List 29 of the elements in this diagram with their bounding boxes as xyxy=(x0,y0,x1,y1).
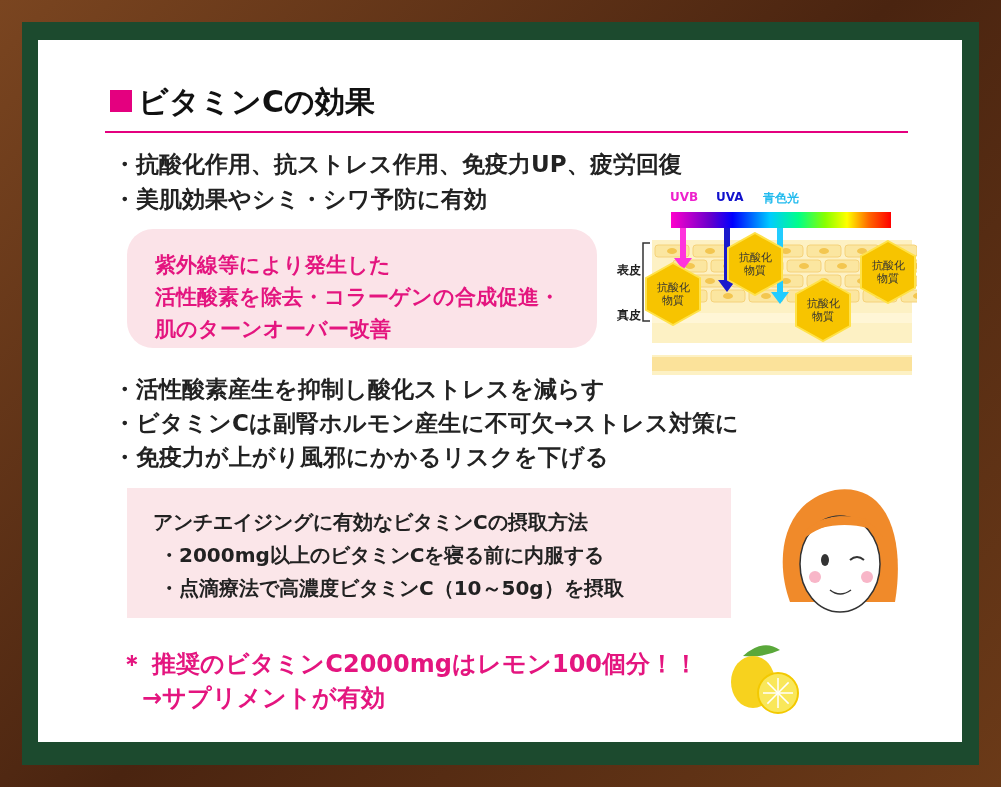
light-label: UVB xyxy=(670,190,699,204)
panel-text: 肌のターンオーバー改善 xyxy=(155,316,392,343)
bullet-text: ・抗酸化作用、抗ストレス作用、免疫力UP、疲労回復 xyxy=(113,150,682,179)
note-text: ＊ 推奨のビタミンC2000mgはレモン100個分！！ xyxy=(120,649,699,680)
hexagon-label: 抗酸化物質 xyxy=(656,280,690,308)
panel-text: 活性酸素を除去・コラーゲンの合成促進・ xyxy=(155,284,561,311)
bullet-text: ・活性酸素産生を抑制し酸化ストレスを減らす xyxy=(113,375,605,404)
layer-label: 表皮 xyxy=(617,262,641,279)
panel-text: 紫外線等により発生した xyxy=(155,252,392,279)
note-text: →サプリメントが有効 xyxy=(142,683,386,714)
light-label: UVA xyxy=(716,190,744,204)
bullet-text: ・美肌効果やシミ・シワ予防に有効 xyxy=(113,185,487,214)
info-panel xyxy=(127,488,731,618)
list-item: ・点滴療法で高濃度ビタミンC（10～50g）を摂取 xyxy=(158,575,625,602)
bullet-text: ・ビタミンCは副腎ホルモン産生に不可欠→ストレス対策に xyxy=(113,409,740,438)
info-panel xyxy=(127,229,597,348)
hexagon-label: 抗酸化物質 xyxy=(738,250,772,278)
hexagon-node xyxy=(860,240,916,304)
layer-label: 真皮 xyxy=(617,307,641,324)
hexagon-label: 抗酸化物質 xyxy=(871,258,905,286)
light-label: 青色光 xyxy=(763,190,799,207)
bullet-text: ・免疫力が上がり風邪にかかるリスクを下げる xyxy=(113,443,609,472)
title: ビタミンCの効果 xyxy=(138,83,376,121)
hexagon-label: 抗酸化物質 xyxy=(806,296,840,324)
hexagon-node xyxy=(727,232,783,296)
hexagon-node xyxy=(645,262,701,326)
hexagon-node xyxy=(795,278,851,342)
panel-heading: アンチエイジングに有効なビタミンCの摂取方法 xyxy=(153,509,589,536)
list-item: ・2000mg以上のビタミンCを寝る前に内服する xyxy=(158,542,606,569)
